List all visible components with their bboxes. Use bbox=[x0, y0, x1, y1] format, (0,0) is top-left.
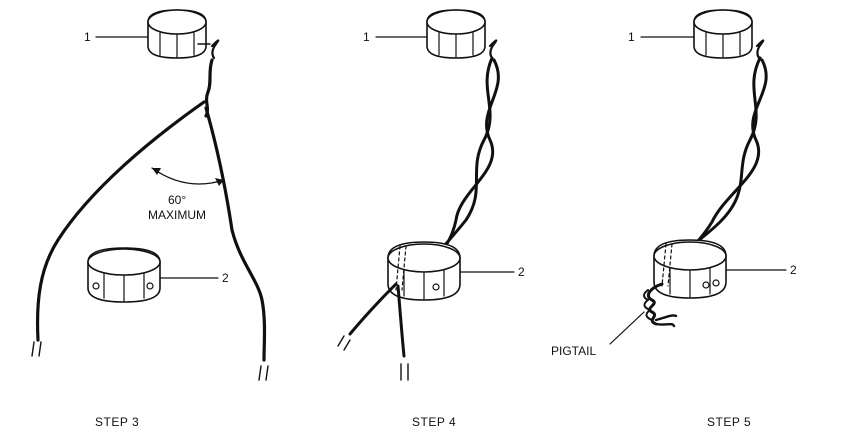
step-4-wire-ends bbox=[337, 282, 409, 381]
step-3-safety-wire bbox=[31, 58, 269, 381]
step-5-pigtail-label: PIGTAIL bbox=[551, 344, 596, 358]
step-5-callout-1: 1 bbox=[628, 30, 635, 44]
step-3-illustration: 1 60° MAXIMUM 2 bbox=[31, 9, 269, 381]
step-3-nut-1 bbox=[147, 9, 220, 60]
step-5-illustration: 1 2 PIGTAIL bbox=[551, 9, 797, 358]
step-4-nut-2 bbox=[387, 241, 461, 301]
step-5-callout-2: 2 bbox=[790, 263, 797, 277]
step-4-nut-1 bbox=[426, 9, 498, 60]
step-5-nut-2 bbox=[653, 239, 727, 299]
step-3-callout-1: 1 bbox=[84, 30, 91, 44]
step-3-angle-value: 60° bbox=[168, 193, 186, 207]
step-3-nut-2 bbox=[87, 247, 161, 303]
step-3-label: STEP 3 bbox=[95, 415, 139, 429]
step-3-angle-arc bbox=[151, 167, 225, 186]
step-5-pigtail-twist bbox=[643, 282, 678, 328]
step-3-callout-2: 2 bbox=[222, 271, 229, 285]
step-4-label: STEP 4 bbox=[412, 415, 456, 429]
step-5-pigtail-leader bbox=[609, 311, 645, 345]
step-5-twisted-wire bbox=[678, 56, 768, 260]
step-4-callout-1: 1 bbox=[363, 30, 370, 44]
step-4-twisted-wire bbox=[428, 56, 500, 266]
step-4-illustration: 1 2 bbox=[337, 9, 525, 381]
step-5-nut-1 bbox=[693, 9, 765, 60]
step-5-label: STEP 5 bbox=[707, 415, 751, 429]
step-4-callout-2: 2 bbox=[518, 265, 525, 279]
step-3-angle-note: MAXIMUM bbox=[148, 208, 206, 222]
